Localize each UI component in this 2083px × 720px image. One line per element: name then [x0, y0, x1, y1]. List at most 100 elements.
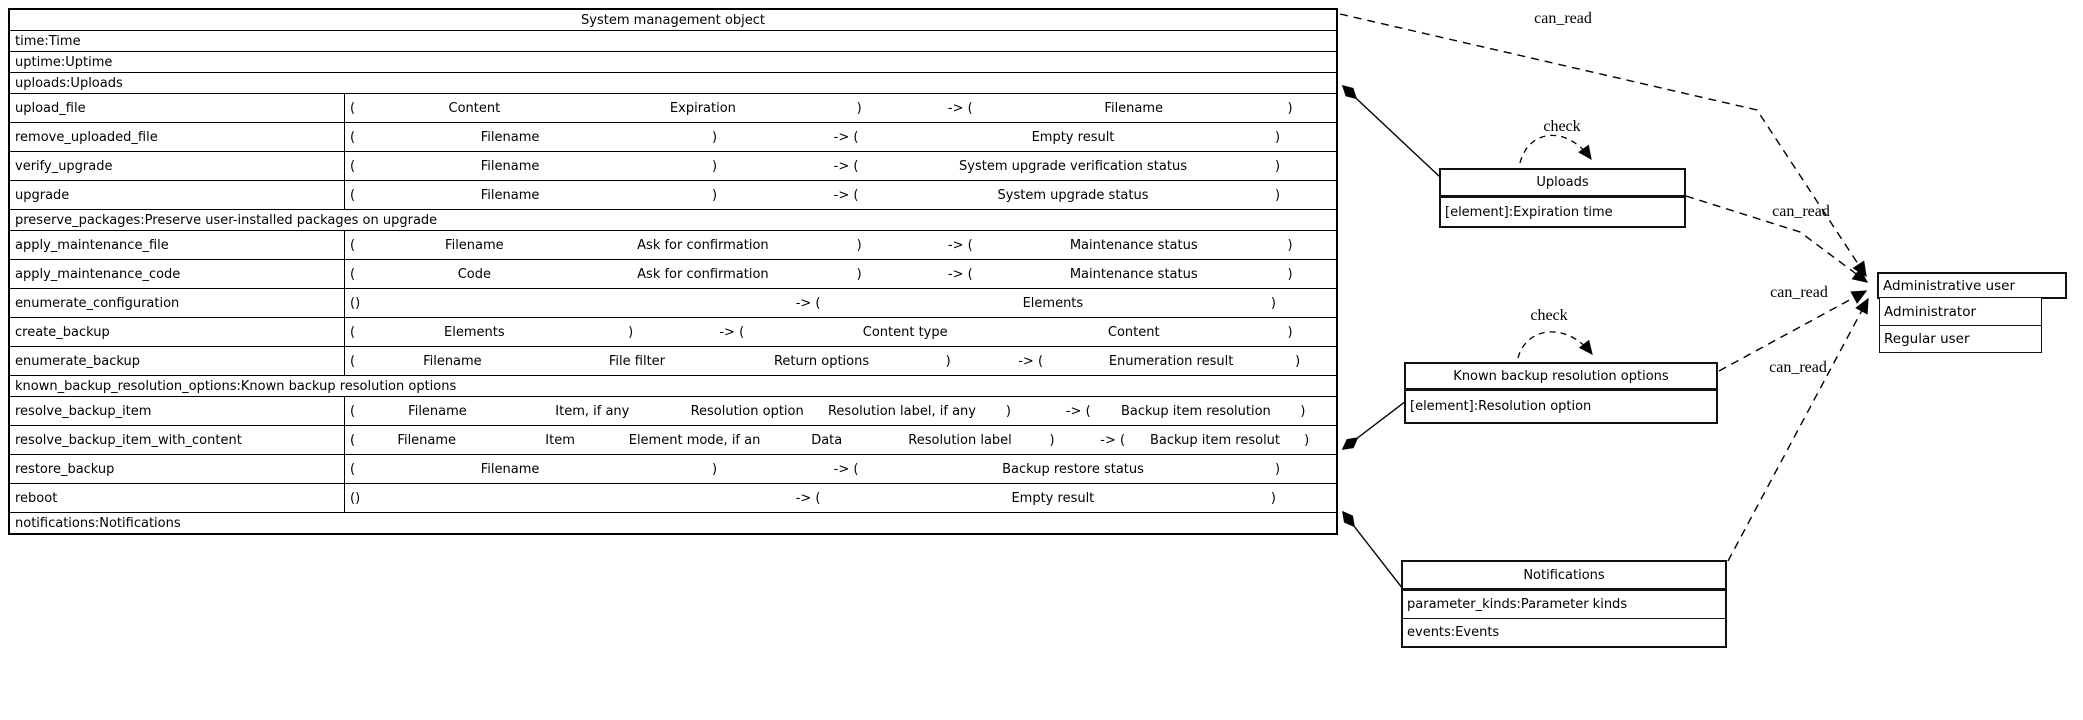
signature-token: Maintenance status: [1069, 237, 1198, 253]
signature-token: Filename: [480, 187, 540, 203]
signature-token: (: [350, 237, 356, 253]
method-signature: (Filename)-> (Backup restore status): [345, 455, 1336, 483]
signature-token: ): [712, 129, 718, 145]
signature-token: ): [1049, 432, 1055, 448]
signature-token: ): [1300, 403, 1306, 419]
signature-token: (): [350, 490, 361, 506]
signature-token: Filename: [397, 432, 457, 448]
table-attribute-row: uptime:Uptime: [10, 51, 1336, 72]
uploads-box: Uploads [element]:Expiration time: [1439, 168, 1686, 228]
uploads-box-row: [element]:Expiration time: [1441, 197, 1684, 226]
signature-token: -> (: [947, 100, 973, 116]
table-method-row: enumerate_configuration()-> (Elements): [10, 288, 1336, 317]
signature-token-group: Maintenance status: [1019, 238, 1248, 253]
signature-token: (: [350, 461, 356, 477]
edge-label-can-read-uploads: can_read: [1772, 203, 1830, 220]
signature-token: Filename: [423, 353, 482, 369]
signature-token: ): [628, 324, 634, 340]
edge-composition-known-backup: [1341, 400, 1407, 450]
signature-token: ): [1287, 100, 1293, 116]
edge-can-read-table-to-admin: [1339, 13, 1867, 278]
table-method-row: reboot()-> (Empty result): [10, 483, 1336, 512]
signature-token: Content: [1107, 324, 1160, 340]
signature-token: Elements: [1022, 295, 1084, 311]
edge-label-check-known: check: [1530, 307, 1568, 324]
edge-check-uploads-self-loop: [1519, 134, 1592, 164]
signature-token: Empty result: [1011, 490, 1095, 506]
method-name: enumerate_configuration: [10, 289, 345, 317]
signature-token: Ask for confirmation: [637, 266, 769, 282]
signature-token-group: Empty result: [923, 130, 1223, 145]
method-signature: (Filename)-> (System upgrade verificatio…: [345, 152, 1336, 180]
signature-token-group: Empty result: [891, 491, 1215, 506]
signature-token: (: [350, 100, 356, 116]
method-name: apply_maintenance_file: [10, 231, 345, 259]
signature-token: ): [1274, 158, 1281, 174]
signature-token: -> (: [947, 266, 973, 282]
method-signature: ()-> (Elements): [345, 289, 1336, 317]
signature-token-group: Filename: [360, 462, 660, 477]
signature-token: -> (: [1018, 353, 1044, 369]
signature-token: ): [1295, 353, 1301, 369]
edge-label-check-uploads: check: [1543, 118, 1581, 135]
signature-token: Content type: [862, 324, 948, 340]
known-box-row: [element]:Resolution option: [1406, 390, 1716, 422]
edge-can-read-notifications-to-admin: [1727, 297, 1869, 562]
signature-token-group: System upgrade status: [923, 188, 1223, 203]
signature-token: Expiration: [669, 100, 736, 116]
signature-token: Filename: [1104, 100, 1164, 116]
table-title: System management object: [581, 12, 765, 28]
signature-token: ): [1287, 266, 1293, 282]
signature-token: Return options: [773, 353, 870, 369]
signature-token: ): [1287, 237, 1293, 253]
table-method-row: resolve_backup_item_with_content(Filenam…: [10, 425, 1336, 454]
signature-token: -> (: [795, 490, 821, 506]
method-signature: ()-> (Empty result): [345, 484, 1336, 512]
signature-token: ): [856, 266, 862, 282]
signature-token: ): [1274, 129, 1281, 145]
signature-token: -> (: [719, 324, 745, 340]
signature-token: Filename: [480, 129, 540, 145]
signature-token: -> (: [795, 295, 821, 311]
signature-token: Backup item resolution status: [1120, 403, 1274, 419]
signature-token: Backup item resolution status: [1150, 432, 1281, 448]
notifications-box-title: Notifications: [1403, 562, 1725, 590]
signature-token: ): [1270, 295, 1276, 311]
signature-token: Backup restore status: [1002, 461, 1144, 477]
signature-token: (: [350, 129, 356, 145]
signature-token: Element mode, if any: [628, 432, 761, 448]
signature-token: ): [856, 100, 862, 116]
edge-label-can-read-top: can_read: [1534, 10, 1592, 27]
signature-token: ): [1287, 324, 1293, 340]
signature-token: Maintenance status: [1069, 266, 1198, 282]
signature-token-group: Filename: [360, 159, 660, 174]
method-signature: (Filename)-> (Empty result): [345, 123, 1336, 151]
method-name: reboot: [10, 484, 345, 512]
method-name: remove_uploaded_file: [10, 123, 345, 151]
edge-check-known-self-loop: [1517, 331, 1593, 359]
signature-token: (: [350, 432, 356, 448]
edge-composition-uploads: [1341, 84, 1441, 178]
signature-token-group: Maintenance status: [1019, 267, 1248, 282]
method-name: upload_file: [10, 94, 345, 122]
signature-token: (: [350, 266, 356, 282]
signature-token: Resolution label: [908, 432, 1012, 448]
signature-token: ): [856, 237, 862, 253]
signature-token: Empty result: [1031, 129, 1115, 145]
signature-token: ): [1274, 187, 1281, 203]
method-name: upgrade: [10, 181, 345, 209]
signature-token: -> (: [1100, 432, 1126, 448]
signature-token-group: Backup restore status: [923, 462, 1223, 477]
known-box-title: Known backup resolution options: [1406, 364, 1716, 390]
